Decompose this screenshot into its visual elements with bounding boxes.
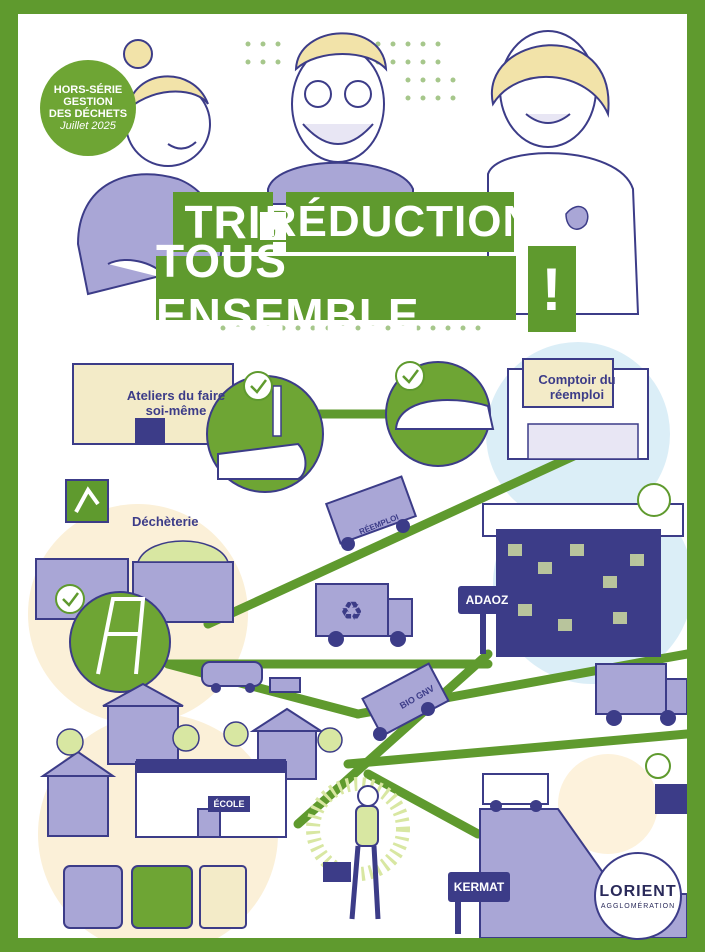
logo-main-text: LORIENT <box>599 882 677 900</box>
title-tous-ensemble: TOUS ENSEMBLE <box>156 235 516 341</box>
bins <box>63 865 247 929</box>
sun <box>558 754 658 854</box>
title-exclamation: ! <box>528 246 576 332</box>
decheterie-sign <box>65 479 109 523</box>
truck-biognv <box>361 662 450 741</box>
logo-sub-text: AGGLOMÉRATION <box>600 902 676 910</box>
label-ateliers: Ateliers du faire soi-même <box>126 388 226 418</box>
lorient-logo: LORIENT AGGLOMÉRATION <box>594 852 682 940</box>
poster-canvas: ♻ <box>18 14 687 938</box>
sign-adaoz: ADAOZ <box>458 586 516 614</box>
truck-reemploi <box>324 475 418 551</box>
truck-recycling: ♻ <box>315 583 413 647</box>
containers <box>35 540 234 623</box>
tools-circle <box>206 371 324 493</box>
title-reduction: RÉDUCTION <box>265 192 534 252</box>
title-tri: TRI <box>173 192 273 252</box>
hors-serie-badge: HORS-SÉRIE GESTION DES DÉCHETS Juillet 2… <box>40 60 136 156</box>
car-trailer <box>201 661 301 693</box>
person-shopping <box>306 777 410 920</box>
badge-line-3: DES DÉCHETS <box>48 108 128 120</box>
badge-date: Juillet 2025 <box>60 120 116 132</box>
village <box>39 682 343 838</box>
iron-circle <box>385 361 495 467</box>
sign-ecole: ÉCOLE <box>208 796 250 812</box>
label-decheterie: Déchèterie <box>132 514 199 529</box>
svg-text:♻: ♻ <box>340 597 363 627</box>
badge-line-2: GESTION <box>63 96 113 108</box>
character-man-center <box>267 32 414 205</box>
illustration: ♻ <box>28 30 687 938</box>
comptoir-building <box>507 358 649 460</box>
label-comptoir: Comptoir du réemploi <box>538 372 616 402</box>
character-woman-right <box>487 30 640 315</box>
sign-kermat: KERMAT <box>448 872 510 902</box>
adaoz-building <box>480 483 684 657</box>
chair-circle <box>55 584 171 693</box>
truck-energy <box>595 663 687 726</box>
badge-line-1: HORS-SÉRIE <box>53 84 123 96</box>
